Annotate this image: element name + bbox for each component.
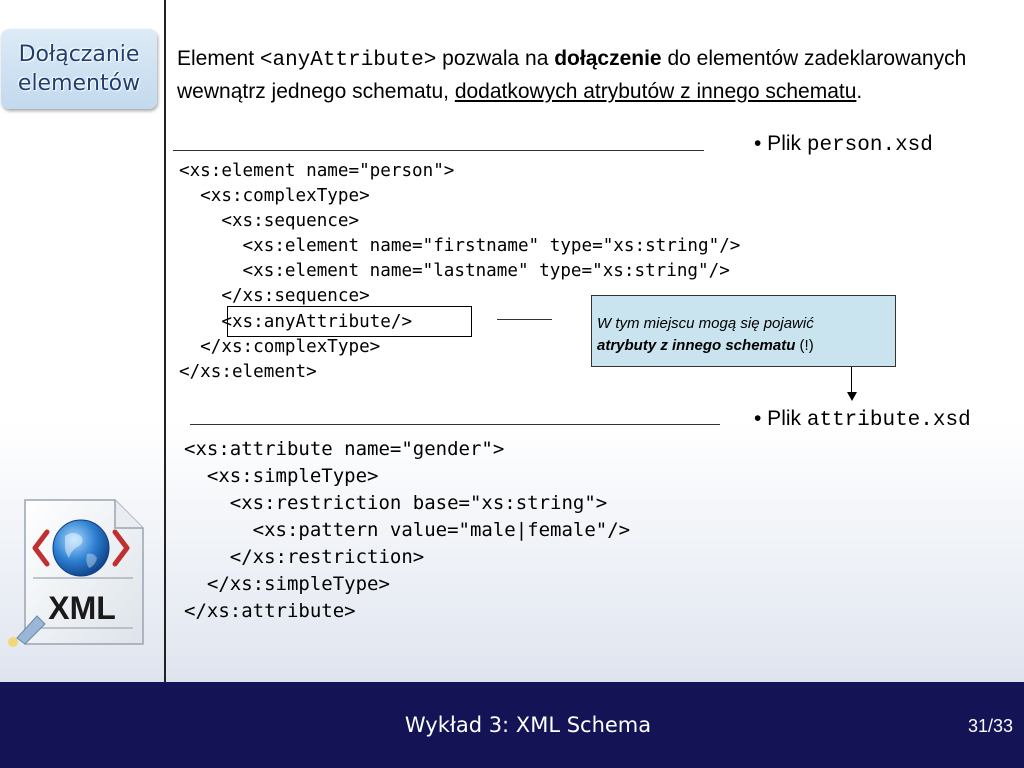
intro-bold: dołączenie	[554, 47, 662, 70]
code-line: <xs:element name="lastname" type="xs:str…	[179, 261, 730, 282]
file1-rule	[173, 150, 704, 151]
code-line: </xs:element>	[179, 361, 317, 382]
any-attribute-code: <anyAttribute>	[259, 49, 437, 72]
intro-underlined: dodatkowych atrybutów z innego schematu	[454, 80, 857, 103]
file2-name: attribute.xsd	[806, 409, 971, 432]
xml-logo-text: XML	[48, 590, 116, 626]
callout-line1: W tym miejscu mogą się pojawić	[597, 315, 814, 332]
person-xsd-code: <xs:element name="person"> <xs:complexTy…	[179, 159, 740, 385]
code-line: </xs:sequence>	[179, 286, 370, 307]
code-line: <xs:element name="firstname" type="xs:st…	[179, 236, 741, 257]
code-line: <xs:attribute name="gender">	[184, 438, 505, 460]
callout-box: W tym miejscu mogą się pojawić atrybuty z…	[591, 295, 896, 367]
code-line: <xs:element name="person">	[179, 161, 455, 181]
code-line: <xs:restriction base="xs:string">	[184, 492, 608, 514]
file1-label: • Plik person.xsd	[754, 132, 933, 157]
any-attribute-highlight-box	[227, 306, 472, 337]
code-line: </xs:simpleType>	[184, 573, 390, 595]
callout-bold: atrybuty z innego schematu	[597, 337, 796, 354]
section-title-box: Dołączanie elementów	[1, 29, 157, 109]
code-line: </xs:restriction>	[184, 546, 425, 568]
callout-connector	[497, 319, 552, 320]
file2-rule	[190, 424, 720, 425]
file2-label: • Plik attribute.xsd	[754, 407, 971, 432]
code-line: </xs:attribute>	[184, 600, 356, 622]
section-title-line2: elementów	[17, 71, 141, 96]
callout-tail: (!)	[795, 337, 814, 354]
code-line: </xs:complexType>	[179, 336, 381, 357]
xml-file-icon: XML	[8, 499, 144, 647]
callout-arrow-line	[851, 367, 852, 394]
file1-name: person.xsd	[806, 134, 933, 157]
arrow-down-icon	[847, 392, 857, 401]
code-line: <xs:pattern value="male|female"/>	[184, 519, 631, 541]
section-title: Dołączanie elementów	[18, 40, 140, 98]
code-line: <xs:complexType>	[179, 186, 370, 207]
section-title-line1: Dołączanie	[18, 42, 140, 67]
code-line: <xs:anyAttribute/>	[179, 311, 413, 332]
code-line: <xs:simpleType>	[184, 465, 379, 487]
page-number: 31/33	[967, 716, 1013, 736]
footer-title: Wykład 3: XML Schema	[404, 713, 652, 737]
code-line: <xs:sequence>	[179, 211, 360, 232]
attribute-xsd-code: <xs:attribute name="gender"> <xs:simpleT…	[184, 436, 630, 625]
footer-bar: Wykład 3: XML Schema 31/33	[0, 682, 1024, 768]
intro-paragraph: Element <anyAttribute> pozwala na dołącz…	[177, 47, 967, 103]
sidebar-divider	[164, 0, 166, 682]
